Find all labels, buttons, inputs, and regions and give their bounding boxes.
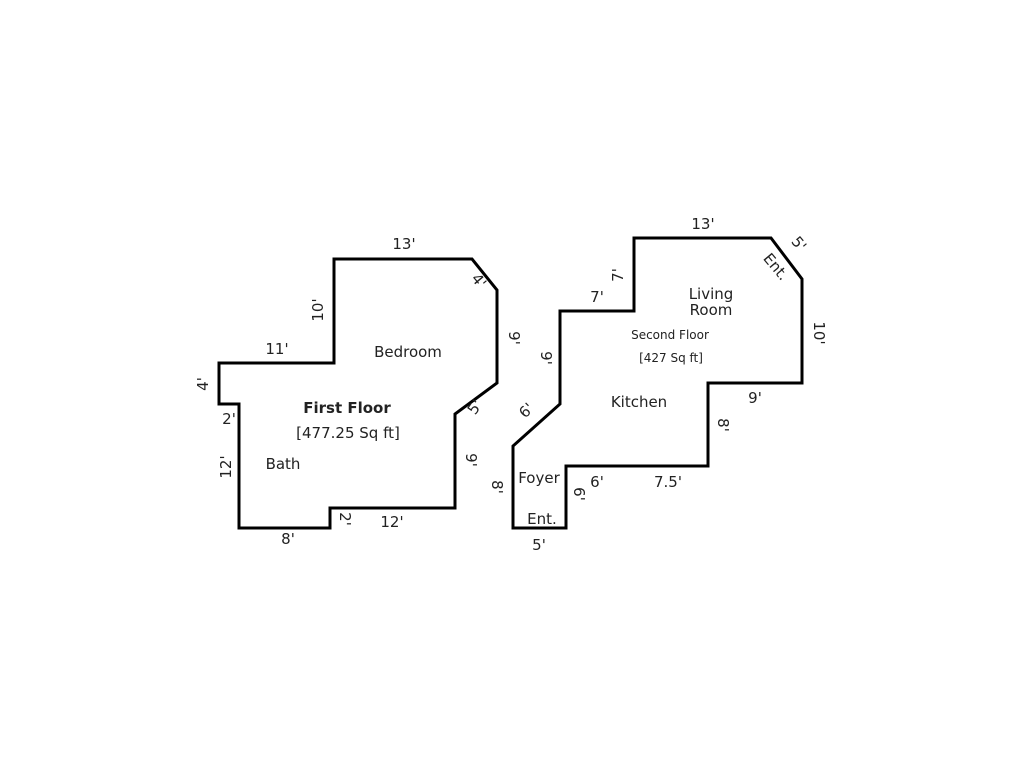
dim-label: 13' (392, 235, 415, 253)
dim-label: 12' (380, 513, 403, 531)
room-label-foyer: Foyer (518, 469, 560, 487)
dim-label: 8' (714, 418, 732, 432)
room-label-room: Room (690, 301, 733, 319)
dim-label: 4' (194, 377, 212, 391)
second-floor-outline (511, 236, 804, 530)
dim-label: 2' (336, 512, 354, 526)
room-label-kitchen: Kitchen (611, 393, 667, 411)
dim-label: 9' (505, 331, 523, 345)
dim-label: 7' (590, 288, 604, 306)
dim-label: 7.5' (654, 473, 682, 491)
room-label-bath: Bath (266, 455, 301, 473)
floor-area: [477.25 Sq ft] (296, 424, 400, 442)
dim-label: 12' (217, 455, 235, 478)
first-floor-plan: 13' 4' 9' 5' 9' 12' 2' 8' 12' 2' 4' 11' … (194, 235, 523, 548)
dim-label: 8' (488, 480, 506, 494)
dim-label: 6' (570, 487, 588, 501)
dim-label: 9' (462, 453, 480, 467)
entrance-label: Ent. (527, 510, 557, 528)
floor-title: Second Floor (631, 328, 709, 342)
dim-label: 7' (609, 268, 627, 282)
floor-title: First Floor (303, 399, 391, 417)
dim-label: 5' (788, 233, 811, 255)
dim-label: 9' (748, 389, 762, 407)
dim-label: 6' (515, 399, 537, 421)
dim-label: 9' (537, 351, 555, 365)
dim-label: 6' (590, 473, 604, 491)
room-label-living: Living (689, 285, 734, 303)
entrance-label: Ent. (759, 250, 792, 284)
dim-label: 2' (222, 410, 236, 428)
dim-label: 5' (532, 536, 546, 554)
dim-label: 10' (810, 321, 828, 344)
dim-label: 8' (281, 530, 295, 548)
dim-label: 10' (309, 298, 327, 321)
dim-label: 13' (691, 215, 714, 233)
dim-label: 5' (464, 396, 487, 418)
dim-label: 4' (468, 270, 491, 292)
floor-area: [427 Sq ft] (639, 351, 703, 365)
first-floor-outline (217, 257, 499, 530)
dim-label: 11' (265, 340, 288, 358)
second-floor-plan: 13' 5' 10' 9' 8' 7.5' 6' 6' 5' 8' 6' 9' … (488, 215, 828, 554)
room-label-bedroom: Bedroom (374, 343, 442, 361)
